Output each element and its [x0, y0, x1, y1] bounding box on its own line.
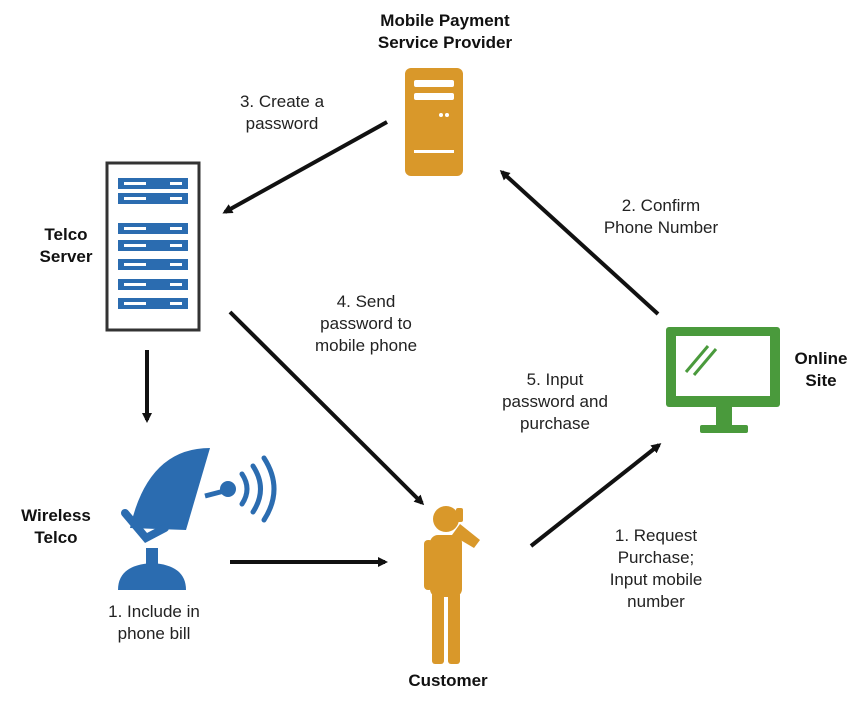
step-send-password-line3: mobile phone [314, 336, 418, 355]
wireless-telco-label: Wireless Telco [2, 505, 110, 549]
step-request-purchase-line4: number [627, 592, 685, 611]
step-include-bill-line2: phone bill [117, 624, 191, 643]
arrow-send-password [228, 310, 425, 506]
mpsp-label-line1: Mobile Payment [380, 11, 510, 30]
monitor-icon [666, 327, 780, 433]
telco-server-label-line2: Server [39, 247, 93, 266]
customer-icon [424, 506, 480, 664]
step-request-purchase-line3: Input mobile [609, 570, 703, 589]
step-create-password-line1: 3. Create a [239, 92, 325, 111]
customer-label: Customer [396, 670, 500, 692]
step-send-password: 4. Send password to mobile phone [296, 291, 436, 357]
arrow-confirm-phone [499, 169, 660, 316]
step-confirm-phone: 2. Confirm Phone Number [581, 195, 741, 239]
telco-server-label-line1: Telco [44, 225, 88, 244]
step-send-password-line1: 4. Send [336, 292, 396, 311]
telco-server-icon [105, 161, 201, 332]
step-request-purchase-line1: 1. Request [614, 526, 698, 545]
step-input-password: 5. Input password and purchase [482, 369, 628, 435]
online-site-label-line2: Site [805, 371, 837, 390]
step-input-password-line1: 5. Input [526, 370, 584, 389]
step-confirm-phone-line1: 2. Confirm [621, 196, 701, 215]
step-request-purchase: 1. Request Purchase; Input mobile number [586, 525, 726, 613]
arrow-customer-to-site [529, 443, 662, 548]
flow-arrows [142, 120, 662, 567]
step-request-purchase-line2: Purchase; [617, 548, 695, 567]
customer-label-text: Customer [408, 671, 488, 690]
payment-server-icon [405, 68, 463, 176]
mpsp-label: Mobile Payment Service Provider [356, 10, 534, 54]
online-site-label-line1: Online [794, 349, 848, 368]
step-include-bill-line1: 1. Include in [108, 602, 200, 621]
step-create-password-line2: password [245, 114, 319, 133]
step-create-password: 3. Create a password [212, 91, 352, 135]
online-site-label: Online Site [786, 348, 856, 392]
wireless-telco-label-line1: Wireless [21, 506, 91, 525]
mpsp-label-line2: Service Provider [377, 33, 513, 52]
telco-server-label: Telco Server [26, 224, 106, 268]
wireless-telco-label-line2: Telco [34, 528, 78, 547]
step-input-password-line3: purchase [520, 414, 590, 433]
satellite-dish-icon [118, 448, 277, 590]
step-confirm-phone-line2: Phone Number [603, 218, 719, 237]
arrow-create-password [222, 120, 388, 214]
step-send-password-line2: password to [320, 314, 412, 333]
step-include-bill: 1. Include in phone bill [84, 601, 224, 645]
step-input-password-line2: password and [502, 392, 608, 411]
